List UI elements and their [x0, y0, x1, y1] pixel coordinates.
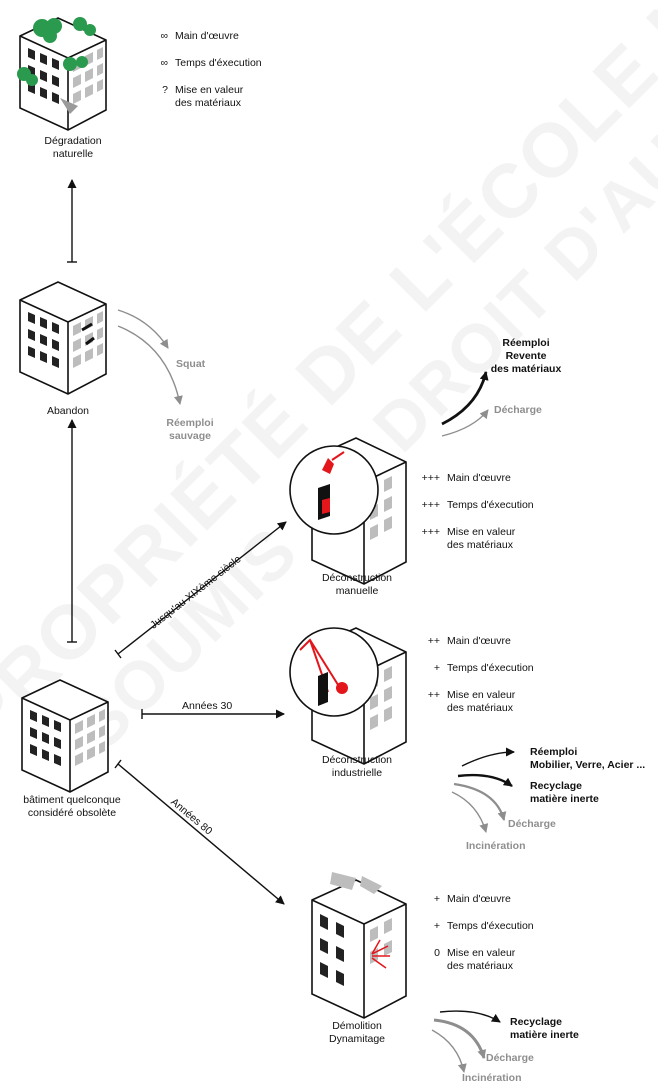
- manual-criterion-1: +++ Main d'œuvre: [418, 472, 511, 485]
- criterion-mark: 0: [434, 947, 440, 959]
- building-degradation-icon: [17, 17, 107, 131]
- arrow-reemploi-sauvage: [117, 325, 183, 405]
- criterion-label-2: des matériaux: [175, 97, 241, 109]
- criterion-label: Mise en valeur: [175, 84, 244, 96]
- squat-label: Squat: [176, 358, 206, 370]
- criterion-label: Main d'œuvre: [447, 635, 511, 647]
- building-demolition-icon: [311, 872, 407, 1019]
- degradation-criterion-1: ∞ Main d'œuvre: [146, 30, 239, 43]
- criterion-mark: ++: [427, 689, 440, 701]
- abandon-caption: Abandon: [46, 405, 90, 417]
- arrow-manual-decharge: [441, 409, 489, 437]
- criterion-mark: ?: [162, 84, 168, 96]
- demolition-out-decharge: Décharge: [486, 1052, 534, 1064]
- criterion-label: Main d'œuvre: [447, 472, 511, 484]
- criterion-label: Temps d'éxecution: [175, 57, 262, 69]
- criterion-label: Main d'œuvre: [447, 893, 511, 905]
- criterion-mark: ∞: [160, 57, 169, 69]
- criterion-mark: +++: [421, 499, 440, 511]
- criterion-label: Mise en valeur: [447, 689, 516, 701]
- arrow-manual-reemploi: [441, 371, 489, 426]
- criterion-label-2: des matériaux: [447, 539, 513, 551]
- arrow-demolition-incineration: [431, 1029, 467, 1073]
- criterion-label: Temps d'éxecution: [447, 920, 534, 932]
- arrow-industrial-decharge: [453, 782, 507, 821]
- demolition-out-incineration: Incinération: [462, 1072, 522, 1084]
- criterion-mark: +++: [421, 472, 440, 484]
- industrial-out-incineration: Incinération: [466, 840, 526, 852]
- arrow-xix: [117, 521, 287, 655]
- criterion-mark: +: [433, 893, 440, 905]
- criterion-mark: +: [433, 662, 440, 674]
- building-abandon-icon: [19, 281, 107, 395]
- criterion-label-2: des matériaux: [447, 702, 513, 714]
- arrow-annees80: [117, 763, 285, 905]
- criterion-mark: ++: [427, 635, 440, 647]
- arrow-industrial-recyclage: [457, 773, 513, 787]
- criterion-label: Main d'œuvre: [175, 30, 239, 42]
- criterion-label: Temps d'éxecution: [447, 499, 534, 511]
- label-annees30: Années 30: [182, 700, 233, 712]
- arrow-industrial-incineration: [451, 791, 489, 833]
- industrial-criterion-2: + Temps d'éxecution: [418, 662, 534, 675]
- zoom-circle-manual: [289, 445, 379, 535]
- arrow-demolition-recyclage: [439, 1010, 501, 1023]
- arrow-squat: [117, 309, 169, 349]
- demolition-criterion-2: + Temps d'éxecution: [418, 920, 534, 933]
- industrial-out-decharge: Décharge: [508, 818, 556, 830]
- criterion-mark: ∞: [160, 30, 169, 42]
- demolition-criterion-1: + Main d'œuvre: [418, 893, 511, 906]
- manual-criterion-2: +++ Temps d'éxecution: [418, 499, 534, 512]
- worker-icon: [322, 458, 334, 474]
- criterion-mark: +: [433, 920, 440, 932]
- wrecking-ball-icon: [336, 682, 348, 694]
- degradation-criterion-2: ∞ Temps d'éxecution: [146, 57, 262, 70]
- arrow-demolition-decharge: [433, 1018, 487, 1059]
- criterion-label-2: des matériaux: [447, 960, 513, 972]
- zoom-circle-industrial: [289, 627, 379, 717]
- building-start-icon: [21, 679, 109, 793]
- criterion-label: Mise en valeur: [447, 526, 516, 538]
- manual-out-decharge: Décharge: [494, 404, 542, 416]
- arrow-industrial-reemploi: [461, 747, 515, 767]
- explosion-icon: [371, 939, 390, 969]
- criterion-label: Temps d'éxecution: [447, 662, 534, 674]
- industrial-criterion-1: ++ Main d'œuvre: [418, 635, 511, 648]
- criterion-label: Mise en valeur: [447, 947, 516, 959]
- criterion-mark: +++: [421, 526, 440, 538]
